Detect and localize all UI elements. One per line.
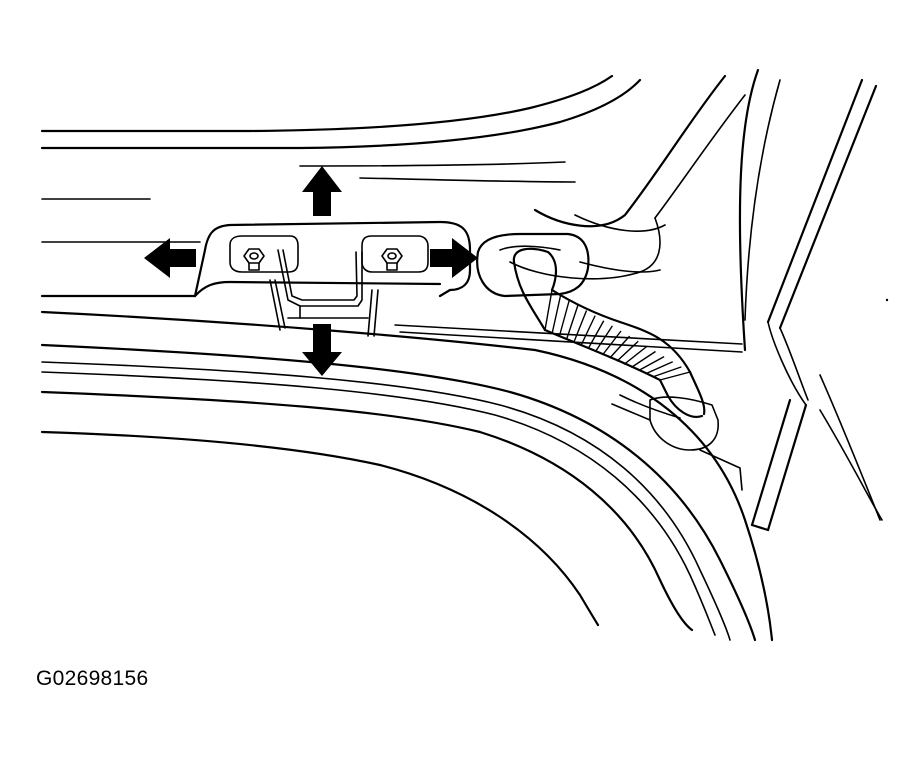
corrugation-rib [630, 350, 656, 369]
corrugation-rib [544, 289, 553, 331]
roof-panel [40, 74, 642, 298]
corrugation-rib [551, 294, 562, 334]
corrugation-ribs [544, 289, 691, 381]
corrugation-rib [652, 366, 682, 378]
body-opening [40, 310, 774, 642]
corrugation-rib [594, 325, 613, 353]
up-arrow-icon [302, 166, 342, 216]
corrugation-rib [609, 335, 631, 359]
figure-id-label: G02698156 [36, 667, 149, 690]
corrugation-rib [601, 330, 622, 356]
left-bolt-icon [243, 248, 265, 271]
corrugation-rib [623, 345, 648, 365]
gas-strut [750, 78, 883, 532]
speck [885, 298, 889, 302]
corrugation-rib [558, 300, 570, 337]
left-arrow-icon [144, 238, 196, 278]
hinge-bracket [193, 220, 472, 337]
corrugation-rib [580, 315, 596, 346]
corrugation-rib [573, 310, 588, 343]
right-bolt-icon [381, 248, 403, 271]
direction-arrows [144, 166, 478, 376]
wire-harness [476, 232, 743, 491]
corrugation-rib [587, 320, 605, 350]
corrugation-rib [565, 305, 579, 340]
right-arrow-icon [430, 238, 478, 278]
corrugation-rib [659, 371, 691, 381]
corrugation-rib [638, 356, 665, 372]
body-pillar [509, 68, 781, 352]
corrugation-rib [616, 340, 639, 362]
down-arrow-icon [302, 324, 342, 376]
corrugation-rib [645, 361, 674, 375]
